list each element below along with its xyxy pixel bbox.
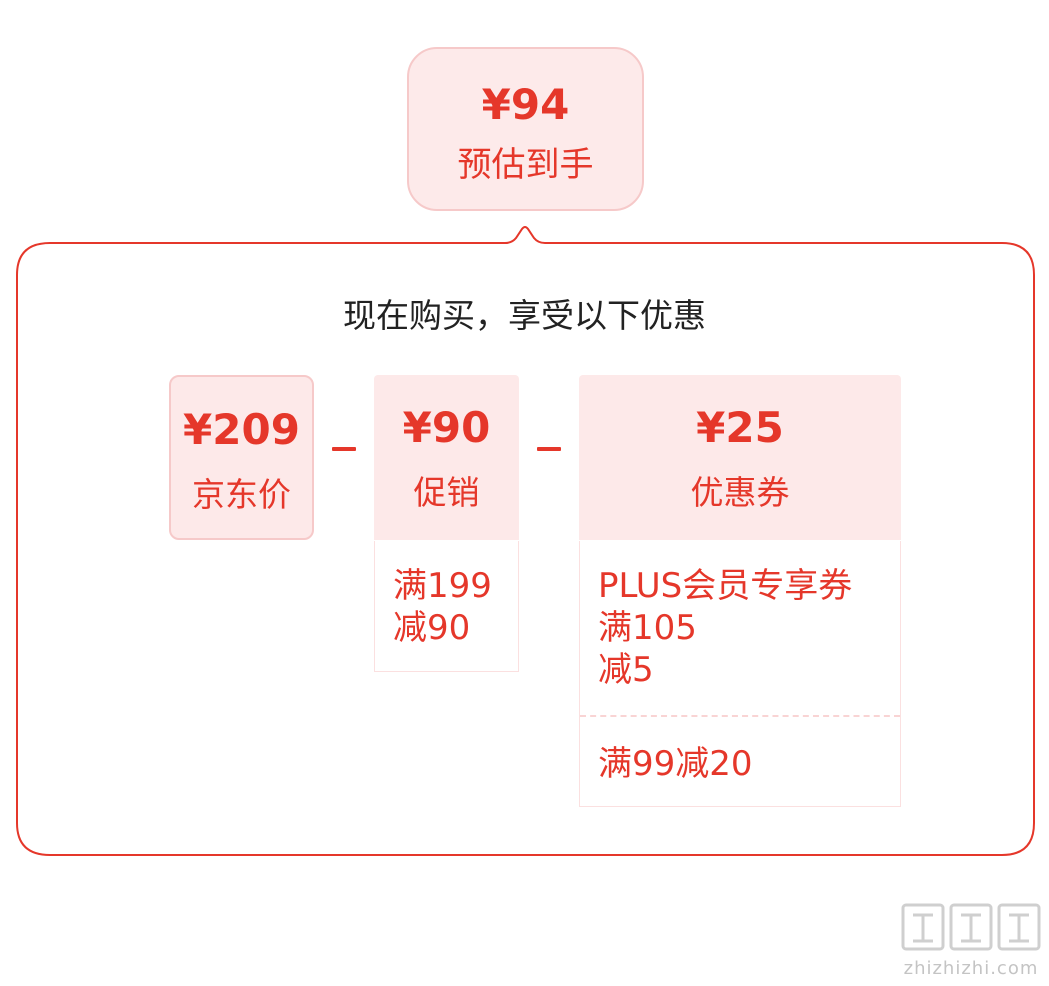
promotion-label: 促销 <box>413 473 480 512</box>
minus-icon <box>537 447 561 451</box>
minus-icon <box>332 447 356 451</box>
estimated-price-label: 预估到手 <box>457 145 594 185</box>
watermark-site: zhizhizhi.com <box>903 958 1039 979</box>
coupon-divider <box>580 715 900 717</box>
jd-price-value: ¥209 <box>183 405 300 454</box>
coupon-item: 满99减20 <box>598 743 890 785</box>
coupon-value: ¥25 <box>696 403 784 452</box>
estimated-price: ¥94 <box>481 80 570 129</box>
coupon-label: 优惠券 <box>690 473 790 512</box>
coupon-item: PLUS会员专享券 满105 减5 <box>598 565 890 691</box>
coupon-item-line: 减5 <box>598 650 654 690</box>
jd-price-tile: ¥209 京东价 <box>169 375 314 540</box>
coupon-tile: ¥25 优惠券 <box>579 375 901 540</box>
coupon-item-line: PLUS会员专享券 <box>598 566 853 606</box>
coupon-detail: PLUS会员专享券 满105 减5 满99减20 <box>579 541 901 807</box>
promotion-tile: ¥90 促销 <box>374 375 519 540</box>
promotion-detail-line: 减90 <box>393 608 471 648</box>
coupon-item-line: 满105 <box>598 608 697 648</box>
promotion-detail: 满199 减90 <box>374 541 519 672</box>
promotion-value: ¥90 <box>402 403 491 452</box>
coupon-item-line: 满99减20 <box>598 744 753 784</box>
estimated-price-bubble: ¥94 预估到手 <box>407 47 644 211</box>
promotion-detail-line: 满199 <box>393 566 492 606</box>
card-title: 现在购买，享受以下优惠 <box>343 296 706 335</box>
jd-price-label: 京东价 <box>192 475 291 514</box>
watermark-logo <box>901 903 1041 951</box>
